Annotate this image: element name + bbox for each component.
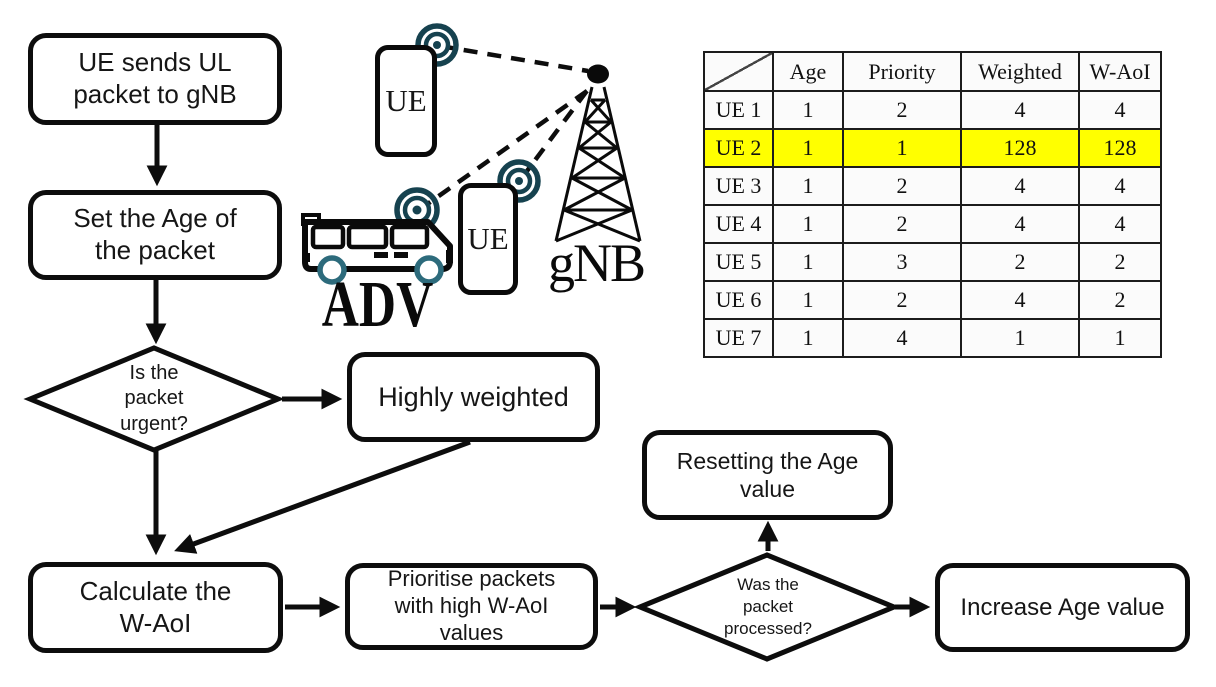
cell-age: 1 xyxy=(772,318,844,358)
row-header: UE 4 xyxy=(703,204,774,244)
table-row-ue7: UE 7 1 4 1 1 xyxy=(703,318,1162,358)
table-row-ue6: UE 6 1 2 4 2 xyxy=(703,280,1162,320)
diamond-is-urgent-text: Is the packet urgent? xyxy=(120,361,188,435)
link-ue1-gnb xyxy=(439,43,589,74)
diamond-was-processed xyxy=(633,552,901,662)
cell-age: 1 xyxy=(772,242,844,282)
gnb-label-text: gNB xyxy=(547,233,646,293)
cell-weighted: 128 xyxy=(960,128,1080,168)
col-header-weighted: Weighted xyxy=(960,51,1080,92)
cell-priority: 2 xyxy=(842,280,962,320)
cell-age: 1 xyxy=(772,128,844,168)
cell-age: 1 xyxy=(772,204,844,244)
diamond-was-processed-text: Was the packet processed? xyxy=(724,575,812,638)
cell-waoi: 2 xyxy=(1078,280,1162,320)
flow-box-ue-sends-label: UE sends UL packet to gNB xyxy=(73,47,237,109)
table-row-ue3: UE 3 1 2 4 4 xyxy=(703,166,1162,206)
cell-weighted: 4 xyxy=(960,204,1080,244)
flow-box-resetting: Resetting the Age value xyxy=(642,430,893,520)
cell-age: 1 xyxy=(772,280,844,320)
flow-box-prioritise-label: Prioritise packets with high W-AoI value… xyxy=(387,566,556,645)
arrow-highly-calculate xyxy=(174,439,471,554)
flow-box-resetting-label: Resetting the Age value xyxy=(676,447,859,502)
cell-priority: 3 xyxy=(842,242,962,282)
cell-priority: 2 xyxy=(842,90,962,130)
flow-box-highly-weighted-label: Highly weighted xyxy=(378,381,569,412)
table-row-ue1: UE 1 1 2 4 4 xyxy=(703,90,1162,130)
flow-box-calculate-label: Calculate the W-AoI xyxy=(79,575,232,638)
cell-waoi: 4 xyxy=(1078,204,1162,244)
flow-box-set-age-label: Set the Age of the packet xyxy=(73,203,237,265)
cell-priority: 2 xyxy=(842,204,962,244)
diamond-is-urgent-label: Is the packet urgent? xyxy=(74,356,234,442)
row-header: UE 3 xyxy=(703,166,774,206)
table-row-ue4: UE 4 1 2 4 4 xyxy=(703,204,1162,244)
cell-weighted: 4 xyxy=(960,280,1080,320)
flow-box-calculate: Calculate the W-AoI xyxy=(28,562,283,653)
ue2-phone-icon: UE xyxy=(458,183,518,295)
table-row-ue2-highlighted: UE 2 1 1 128 128 xyxy=(703,128,1162,168)
ue1-phone-icon: UE xyxy=(375,45,437,157)
row-header: UE 6 xyxy=(703,280,774,320)
row-header: UE 5 xyxy=(703,242,774,282)
gnb-label: gNB xyxy=(540,232,652,294)
cell-weighted: 4 xyxy=(960,90,1080,130)
adv-bus-icon xyxy=(301,213,453,285)
flow-box-highly-weighted: Highly weighted xyxy=(347,352,600,442)
cell-waoi: 128 xyxy=(1078,128,1162,168)
ue2-label: UE xyxy=(467,221,509,256)
row-header: UE 1 xyxy=(703,90,774,130)
cell-age: 1 xyxy=(772,166,844,206)
cell-priority: 4 xyxy=(842,318,962,358)
cell-weighted: 2 xyxy=(960,242,1080,282)
col-header-priority: Priority xyxy=(842,51,962,92)
cell-priority: 2 xyxy=(842,166,962,206)
adv-label-text: ADV xyxy=(321,268,434,341)
link-adv-gnb xyxy=(417,84,596,212)
flow-box-prioritise: Prioritise packets with high W-AoI value… xyxy=(345,563,598,650)
diamond-is-urgent xyxy=(23,345,285,453)
row-header: UE 2 xyxy=(703,128,774,168)
flow-box-set-age: Set the Age of the packet xyxy=(28,190,282,280)
col-header-age: Age xyxy=(772,51,844,92)
table-header-row: Age Priority Weighted W-AoI xyxy=(703,51,1162,92)
flow-box-increase-label: Increase Age value xyxy=(960,593,1165,621)
cell-waoi: 1 xyxy=(1078,318,1162,358)
cell-priority: 1 xyxy=(842,128,962,168)
adv-label: ADV xyxy=(306,272,446,338)
diamond-was-processed-label: Was the packet processed? xyxy=(687,567,849,647)
cell-age: 1 xyxy=(772,90,844,130)
cell-weighted: 4 xyxy=(960,166,1080,206)
waoi-table: Age Priority Weighted W-AoI UE 1 1 2 4 4… xyxy=(703,51,1162,358)
cell-weighted: 1 xyxy=(960,318,1080,358)
bus-wheel-rear xyxy=(317,255,347,285)
gnb-tower-icon xyxy=(554,64,642,243)
flow-box-increase: Increase Age value xyxy=(935,563,1190,652)
row-header: UE 7 xyxy=(703,318,774,358)
ue1-label: UE xyxy=(385,83,427,118)
cell-waoi: 2 xyxy=(1078,242,1162,282)
radio-links xyxy=(417,43,596,212)
cell-waoi: 4 xyxy=(1078,166,1162,206)
bus-wheel-front xyxy=(414,255,444,285)
cell-waoi: 4 xyxy=(1078,90,1162,130)
table-row-ue5: UE 5 1 3 2 2 xyxy=(703,242,1162,282)
col-header-waoi: W-AoI xyxy=(1078,51,1162,92)
table-corner-diagonal-cell xyxy=(703,51,774,92)
flow-box-ue-sends: UE sends UL packet to gNB xyxy=(28,33,282,125)
link-ue2-gnb xyxy=(519,82,594,181)
